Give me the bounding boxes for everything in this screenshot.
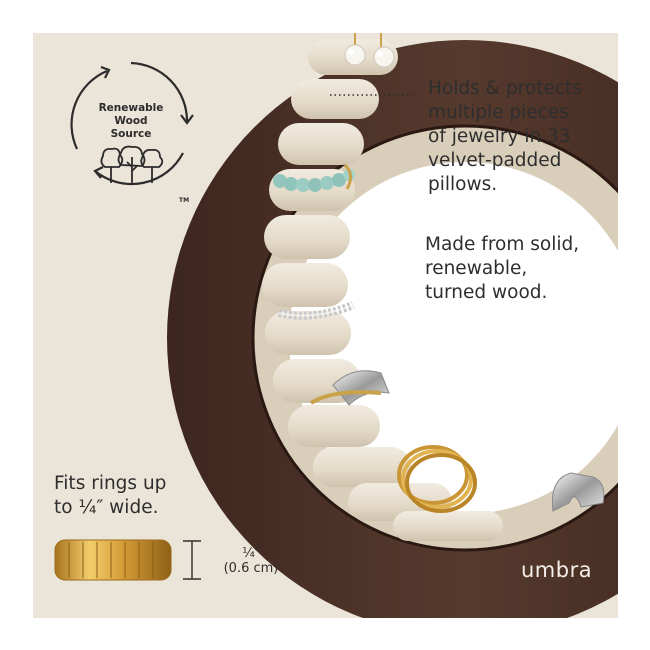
width-bracket: [183, 540, 201, 580]
fit-line: to ¼″ wide.: [54, 497, 159, 518]
badge-line-1: Renewable: [98, 102, 164, 114]
size-metric: (0.6 cm): [223, 561, 279, 576]
callout-line: renewable,: [425, 258, 528, 279]
callout-line: Made from solid,: [425, 234, 580, 255]
callout-line: velvet-padded: [428, 150, 562, 171]
badge-line-3: Source: [110, 128, 152, 140]
ring-fit-note: Fits rings up to ¼″ wide.: [54, 472, 224, 520]
gold-fluted-ring-sample: [54, 539, 172, 581]
callout-line: of jewelry in 33: [428, 126, 571, 147]
callout-line: turned wood.: [425, 282, 548, 303]
silver-ring: [309, 370, 390, 406]
silver-band-ring: [551, 472, 605, 512]
size-imperial: ¼″: [242, 546, 260, 561]
fit-line: Fits rings up: [54, 473, 167, 494]
material-callout: Made from solid, renewable, turned wood.: [425, 233, 605, 305]
badge-label: Renewable Wood Source: [55, 102, 207, 141]
gold-stack-rings: [397, 445, 477, 513]
badge-line-2: Wood: [114, 115, 148, 127]
renewable-wood-badge: Renewable Wood Source TM: [55, 61, 207, 209]
callout-line: pillows.: [428, 174, 498, 195]
callout-line: multiple pieces: [428, 102, 569, 123]
ring-width-label: ¼″ (0.6 cm): [211, 546, 291, 576]
trees-icon: [100, 145, 164, 185]
pearl-earrings: [344, 33, 395, 68]
brand-logo: umbra: [521, 558, 593, 582]
badge-arrows: [70, 61, 194, 186]
ring-holder-illustration: [54, 33, 618, 618]
callout-line: Holds & protects: [428, 78, 582, 99]
capacity-callout: Holds & protects multiple pieces of jewe…: [428, 77, 608, 197]
product-panel: Renewable Wood Source TM Holds & protect…: [33, 33, 618, 618]
aqua-bead-ring: [273, 163, 355, 192]
trademark-mark: TM: [179, 197, 190, 204]
silver-bead-ring: [278, 301, 355, 320]
